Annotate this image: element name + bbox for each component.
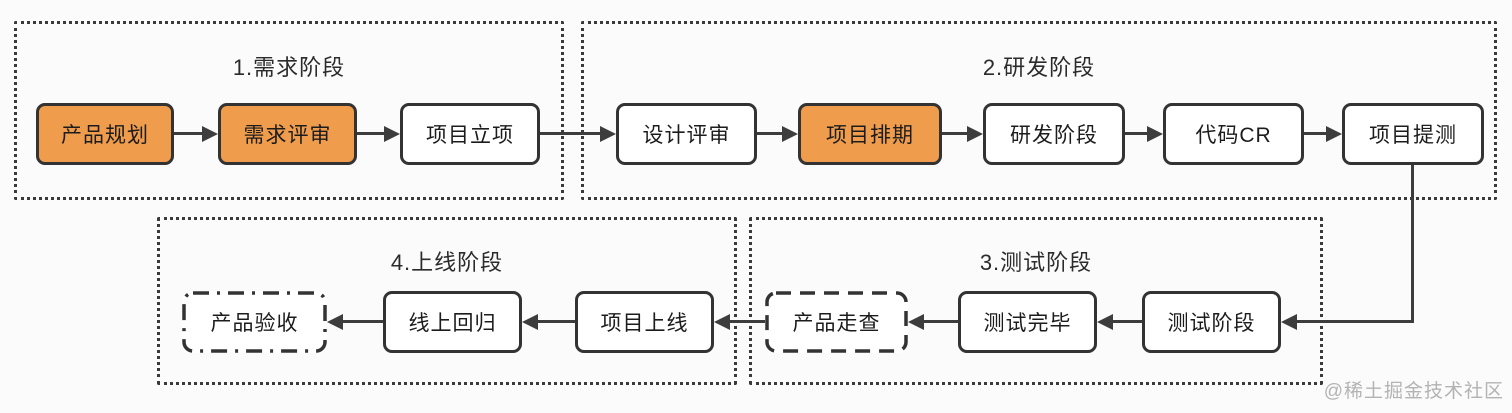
node-product-planning: 产品规划	[36, 103, 174, 165]
arrow-right-icon	[600, 126, 616, 142]
arrow-left-icon	[1281, 314, 1297, 330]
phase-requirements-title: 1.需求阶段	[232, 55, 346, 80]
node-product-acceptance: 产品验收	[182, 291, 327, 353]
node-label: 产品走查	[792, 312, 881, 335]
phase-development	[581, 21, 1497, 200]
arrow-left-icon	[327, 314, 343, 330]
arrow-right-icon	[782, 126, 798, 142]
node-project-launch: 项目上线	[575, 291, 714, 353]
node-label: 项目提测	[1369, 124, 1457, 147]
node-label: 研发阶段	[1010, 124, 1098, 147]
arrow-line	[341, 320, 383, 323]
node-development-stage: 研发阶段	[983, 103, 1125, 165]
arrow-left-icon	[522, 314, 538, 330]
arrow-right-icon	[967, 126, 983, 142]
arrow-right-icon	[1326, 126, 1342, 142]
node-label: 代码CR	[1195, 124, 1272, 147]
node-label: 产品规划	[61, 124, 149, 147]
elbow-connector-horizontal	[1295, 320, 1414, 323]
phase-requirements	[14, 21, 564, 200]
arrow-right-icon	[202, 126, 218, 142]
phase-development-title: 2.研发阶段	[982, 55, 1096, 80]
node-design-review: 设计评审	[616, 103, 757, 165]
arrow-line	[357, 132, 386, 135]
arrow-line	[174, 132, 204, 135]
arrow-line	[1110, 320, 1142, 323]
watermark: @稀土掘金技术社区	[1323, 381, 1504, 402]
node-code-cr: 代码CR	[1163, 103, 1304, 165]
node-product-walkthrough: 产品走查	[765, 291, 908, 353]
node-label: 需求评审	[243, 124, 332, 147]
node-label: 测试完毕	[983, 312, 1072, 335]
arrow-line	[728, 320, 765, 323]
node-project-scheduling: 项目排期	[798, 103, 942, 165]
arrow-line	[922, 320, 958, 323]
arrow-right-icon	[1147, 126, 1163, 142]
arrow-line	[942, 132, 969, 135]
arrow-right-icon	[384, 126, 400, 142]
phase-launch	[157, 217, 737, 385]
node-label: 项目排期	[826, 124, 914, 147]
arrow-line	[757, 132, 784, 135]
node-project-initiation: 项目立项	[400, 103, 540, 165]
phase-launch-title: 4.上线阶段	[390, 250, 504, 275]
node-label: 测试阶段	[1167, 312, 1256, 335]
node-label: 项目上线	[600, 312, 689, 335]
arrow-line	[536, 320, 575, 323]
elbow-connector-vertical	[1411, 165, 1414, 323]
node-testing-stage: 测试阶段	[1142, 291, 1281, 353]
node-online-regression: 线上回归	[383, 291, 522, 353]
arrow-left-icon	[1097, 314, 1113, 330]
node-testing-complete: 测试完毕	[958, 291, 1097, 353]
arrow-line	[1304, 132, 1328, 135]
node-label: 线上回归	[408, 312, 497, 335]
node-label: 设计评审	[642, 124, 731, 147]
phase-testing-title: 3.测试阶段	[979, 250, 1093, 275]
node-submit-for-testing: 项目提测	[1342, 103, 1484, 165]
arrow-left-icon	[908, 314, 924, 330]
arrow-left-icon	[714, 314, 730, 330]
arrow-line	[1125, 132, 1149, 135]
phase-testing	[749, 217, 1323, 385]
node-requirement-review: 需求评审	[218, 103, 357, 165]
arrow-line	[540, 132, 602, 135]
node-label: 项目立项	[426, 124, 514, 147]
node-label: 产品验收	[210, 312, 299, 335]
